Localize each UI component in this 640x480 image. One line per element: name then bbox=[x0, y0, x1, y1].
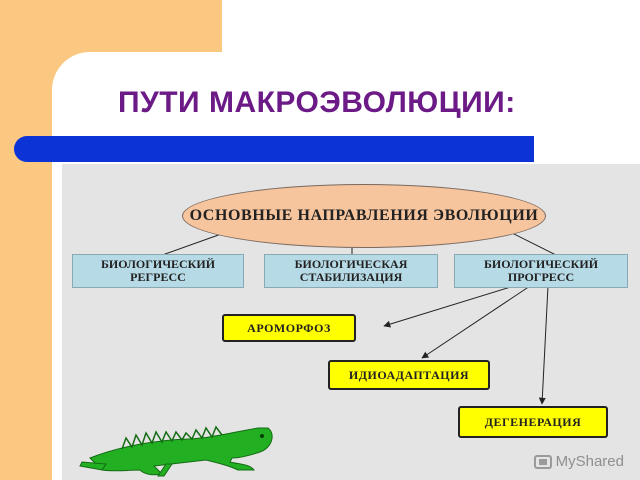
lizard-illustration bbox=[79, 425, 273, 477]
root-node-label: ОСНОВНЫЕ НАПРАВЛЕНИЯ ЭВОЛЮЦИИ bbox=[189, 206, 539, 224]
path-label-aromorphosis: АРОМОРФОЗ bbox=[247, 320, 331, 335]
arrow-to-idioadaptation bbox=[421, 285, 531, 359]
root-node-ellipse bbox=[182, 184, 546, 248]
myshared-watermark: MyShared bbox=[533, 453, 624, 470]
path-node-degeneration bbox=[458, 406, 608, 438]
slide-title: ПУТИ МАКРОЭВОЛЮЦИИ: bbox=[118, 86, 516, 119]
path-label-degeneration: ДЕГЕНЕРАЦИЯ bbox=[484, 414, 582, 429]
arrow-to-degeneration bbox=[538, 285, 549, 405]
branch-node-stabilization bbox=[264, 254, 438, 288]
path-node-aromorphosis bbox=[222, 314, 356, 342]
branch-label-regress: БИОЛОГИЧЕСКИЙ РЕГРЕСС bbox=[100, 257, 216, 284]
branch-label-progress: БИОЛОГИЧЕСКИЙ ПРОГРЕСС bbox=[483, 257, 599, 284]
evolution-diagram: ОСНОВНЫЕ НАПРАВЛЕНИЯ ЭВОЛЮЦИИ БИОЛОГИЧЕС… bbox=[62, 164, 640, 480]
arrow-to-aromorphosis bbox=[383, 285, 515, 328]
path-node-idioadaptation bbox=[328, 360, 490, 390]
branch-label-stabilization: БИОЛОГИЧЕСКАЯ СТАБИЛИЗАЦИЯ bbox=[294, 257, 408, 284]
screen-icon bbox=[533, 454, 552, 469]
blue-divider-bar bbox=[14, 136, 534, 162]
branch-node-regress bbox=[72, 254, 244, 288]
watermark-text: MyShared bbox=[555, 453, 624, 470]
path-label-idioadaptation: ИДИОАДАПТАЦИЯ bbox=[348, 367, 470, 382]
branch-node-progress bbox=[454, 254, 628, 288]
